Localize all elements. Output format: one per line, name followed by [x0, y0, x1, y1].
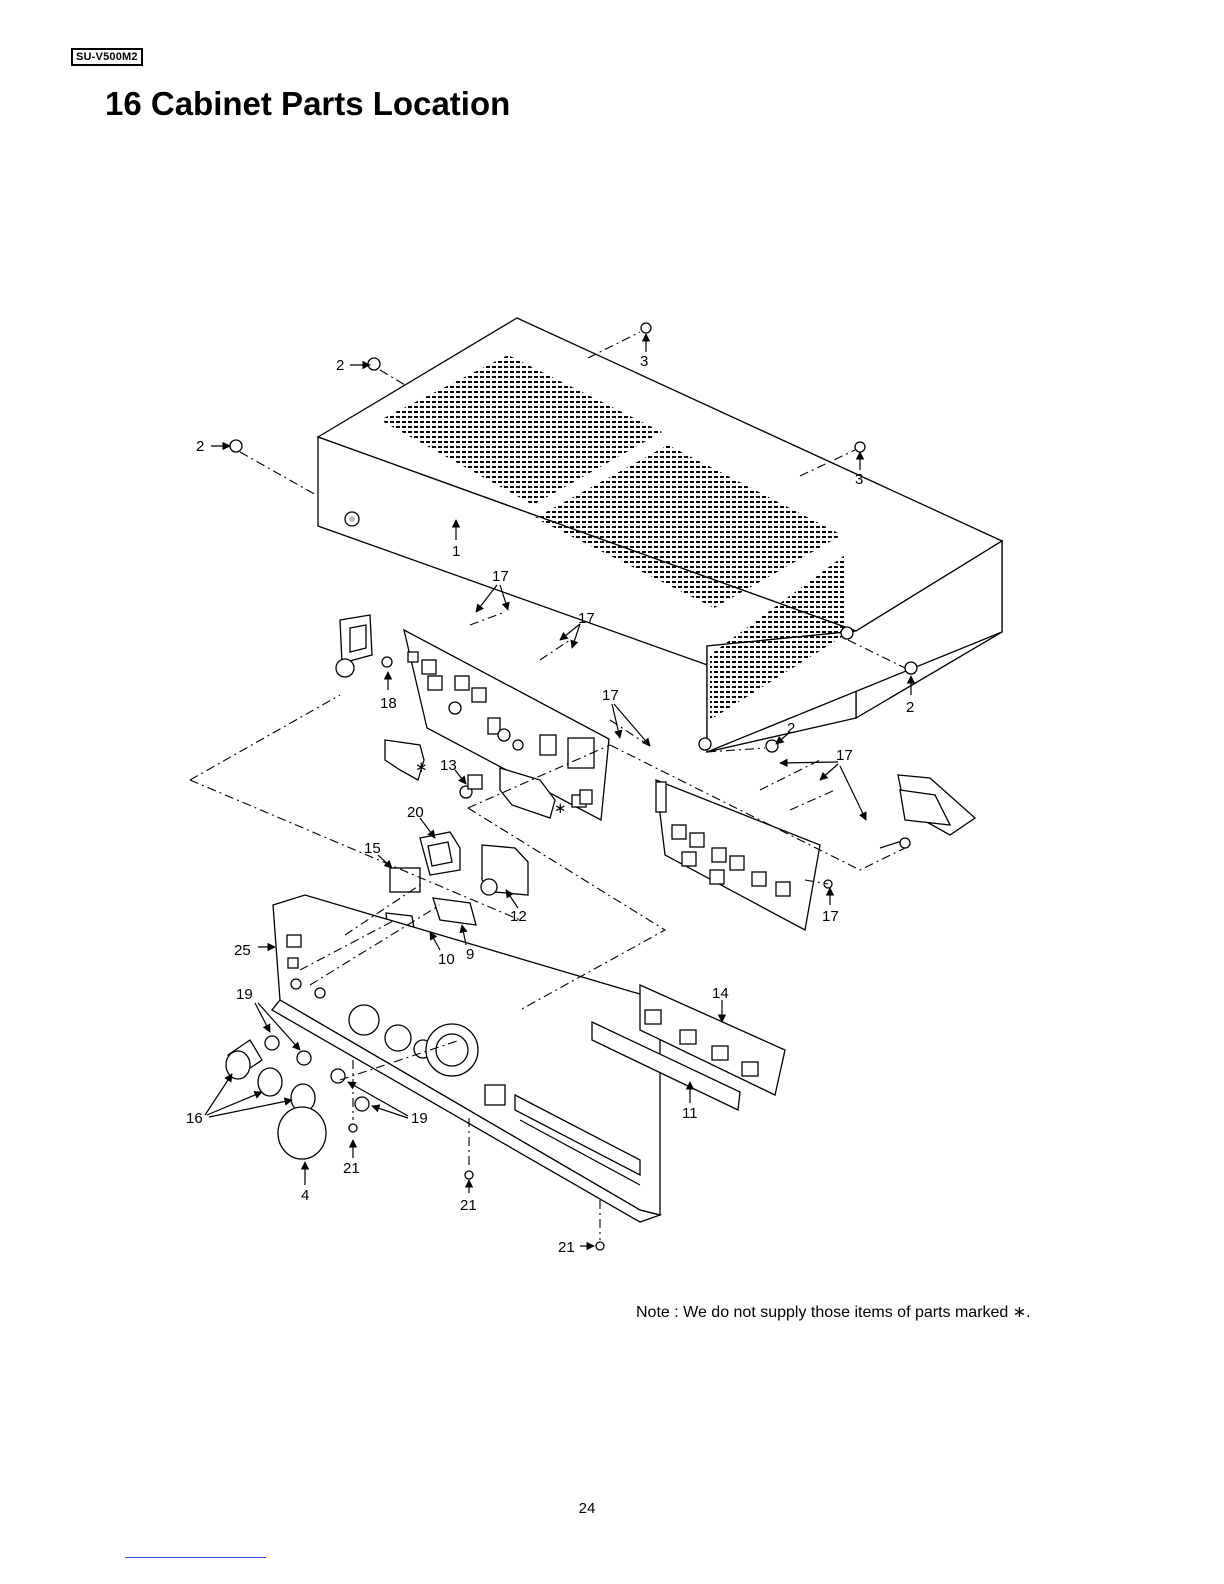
- callout-1: 1: [452, 543, 460, 560]
- callout-11: 11: [682, 1105, 698, 1122]
- callout-18: 18: [380, 695, 397, 712]
- callout-15: 15: [364, 840, 381, 857]
- callout-14: 14: [712, 985, 729, 1002]
- footer-divider: [125, 1557, 266, 1558]
- callout-16: 16: [186, 1110, 203, 1127]
- callout-2: 2: [906, 699, 914, 716]
- callout-20: 20: [407, 804, 424, 821]
- callout-19: 19: [236, 986, 253, 1003]
- callout-17: 17: [492, 568, 509, 585]
- callout-21: 21: [460, 1197, 477, 1214]
- part-not-supplied-mark: ∗: [415, 759, 428, 776]
- callout-19: 19: [411, 1110, 428, 1127]
- page-number: 24: [0, 1500, 1174, 1517]
- switch-parts: [386, 832, 528, 935]
- rear-pcb: [656, 780, 820, 930]
- callout-12: 12: [510, 908, 527, 925]
- callout-3: 3: [855, 471, 863, 488]
- callout-2: 2: [787, 720, 795, 737]
- callout-2: 2: [336, 357, 344, 374]
- callout-13: 13: [440, 757, 457, 774]
- part-not-supplied-mark: ∗: [554, 800, 567, 817]
- callout-21: 21: [558, 1239, 575, 1256]
- callout-17: 17: [602, 687, 619, 704]
- callout-4: 4: [301, 1187, 309, 1204]
- callout-2: 2: [196, 438, 204, 455]
- callout-17: 17: [822, 908, 839, 925]
- callout-17: 17: [836, 747, 853, 764]
- note-text: Note : We do not supply those items of p…: [636, 1303, 1031, 1323]
- callout-21: 21: [343, 1160, 360, 1177]
- terminal-connector: [880, 775, 975, 848]
- callout-10: 10: [438, 951, 455, 968]
- callout-9: 9: [466, 946, 474, 963]
- callout-25: 25: [234, 942, 251, 959]
- power-switch-block: [336, 615, 392, 677]
- callout-17: 17: [578, 610, 595, 627]
- callout-3: 3: [640, 353, 648, 370]
